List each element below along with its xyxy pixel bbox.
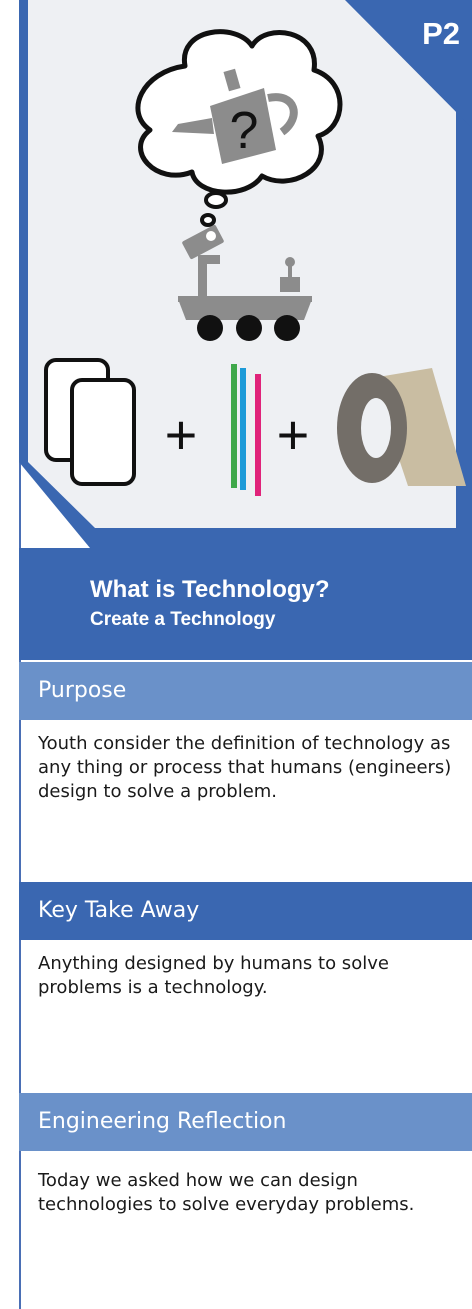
activity-code: P2 <box>422 16 460 51</box>
section-heading-purpose: Purpose <box>19 662 472 720</box>
rover-icon <box>178 224 312 341</box>
section-body-key-take-away: Anything designed by humans to solve pro… <box>38 953 389 998</box>
card-title: What is Technology? <box>90 576 330 603</box>
thought-cloud: ? <box>135 29 343 227</box>
hero-svg: ? + <box>19 0 472 548</box>
section-body-engineering-reflection: Today we asked how we can design technol… <box>38 1170 415 1215</box>
paper-cards-icon <box>44 358 136 486</box>
hero-illustration: ? + <box>0 0 472 560</box>
watering-can-icon <box>172 68 298 164</box>
plus-sign-1: + <box>165 403 198 466</box>
tape-roll-icon <box>337 368 466 486</box>
markers-icon <box>231 364 261 496</box>
title-band <box>19 548 472 660</box>
thought-question-mark: ? <box>230 102 259 160</box>
card-subtitle: Create a Technology <box>90 609 276 630</box>
plus-sign-2: + <box>277 403 310 466</box>
section-heading-engineering-reflection: Engineering Reflection <box>19 1093 472 1151</box>
section-heading-key-take-away: Key Take Away <box>19 882 472 940</box>
section-body-purpose: Youth consider the definition of technol… <box>38 733 452 802</box>
corner-tab <box>345 0 472 128</box>
